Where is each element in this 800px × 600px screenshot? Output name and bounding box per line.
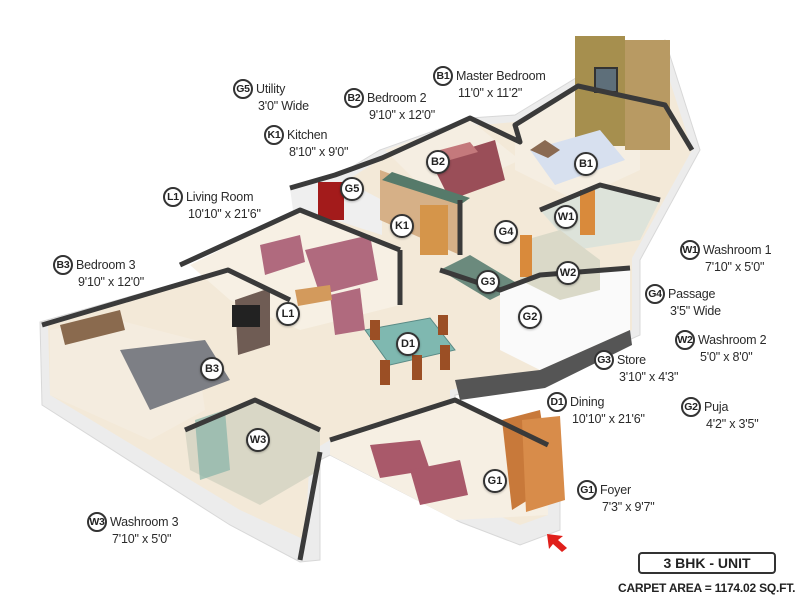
- legend-room-name: Kitchen: [287, 128, 328, 142]
- legend-room-name: Bedroom 2: [367, 91, 427, 105]
- marker-label: G2: [522, 311, 538, 323]
- legend-room-size: 3'10" x 4'3": [619, 370, 679, 384]
- legend-badge: L1: [163, 187, 183, 207]
- legend-badge: W2: [675, 330, 695, 350]
- legend-badge: B2: [344, 88, 364, 108]
- marker-label: G5: [344, 183, 360, 195]
- carpet-area-label: CARPET AREA = 1174.02 SQ.FT.: [618, 581, 796, 595]
- legend-room-size: 10'10" x 21'6": [572, 412, 645, 426]
- legend-room-name: Washroom 3: [110, 515, 179, 529]
- legend-badge: D1: [547, 392, 567, 412]
- unit-type-badge: 3 BHK - UNIT: [638, 552, 776, 574]
- room-marker-l1: L1: [276, 302, 300, 326]
- room-marker-k1: K1: [390, 214, 414, 238]
- legend-room-size: 10'10" x 21'6": [188, 207, 261, 221]
- legend-room-size: 9'10" x 12'0": [78, 275, 144, 289]
- legend-room-name: Foyer: [600, 483, 631, 497]
- marker-label: G4: [498, 226, 514, 238]
- legend-room-size: 11'0" x 11'2": [458, 86, 523, 100]
- legend-room-size: 4'2" x 3'5": [706, 417, 759, 431]
- legend-room-size: 7'10" x 5'0": [112, 532, 172, 546]
- legend-room-name: Washroom 1: [703, 243, 772, 257]
- room-marker-g1: G1: [483, 469, 507, 493]
- legend-badge: G5: [233, 79, 253, 99]
- legend-room-name: Puja: [704, 400, 729, 414]
- legend-room-name: Dining: [570, 395, 605, 409]
- legend-room-size: 9'10" x 12'0": [369, 108, 435, 122]
- legend-badge: B1: [433, 66, 453, 86]
- legend-room-name: Utility: [256, 82, 286, 96]
- legend-badge: B3: [53, 255, 73, 275]
- legend-room-name: Bedroom 3: [76, 258, 136, 272]
- marker-label: W2: [559, 267, 577, 279]
- legend-room-size: 7'3" x 9'7": [602, 500, 655, 514]
- room-marker-g4: G4: [494, 220, 518, 244]
- unit-type-label: 3 BHK - UNIT: [663, 555, 751, 571]
- marker-label: G1: [487, 475, 503, 487]
- legend-badge: G4: [645, 284, 665, 304]
- entry-arrow-icon: [547, 534, 567, 552]
- marker-label: W1: [557, 211, 575, 223]
- room-marker-w1: W1: [554, 205, 578, 229]
- marker-label: B1: [578, 158, 594, 170]
- room-marker-g3: G3: [476, 270, 500, 294]
- marker-label: W3: [249, 434, 267, 446]
- marker-label: B2: [430, 156, 446, 168]
- room-marker-g5: G5: [340, 177, 364, 201]
- legend-badge: W3: [87, 512, 107, 532]
- legend-room-name: Washroom 2: [698, 333, 767, 347]
- legend-badge: K1: [264, 125, 284, 145]
- marker-label: L1: [281, 308, 295, 320]
- marker-label: K1: [394, 220, 410, 232]
- legend-room-name: Passage: [668, 287, 716, 301]
- room-marker-d1: D1: [396, 332, 420, 356]
- legend-room-size: 7'10" x 5'0": [705, 260, 765, 274]
- legend-room-size: 8'10" x 9'0": [289, 145, 349, 159]
- legend-room-name: Store: [617, 353, 646, 367]
- legend-room-name: Living Room: [186, 190, 254, 204]
- room-marker-w2: W2: [556, 261, 580, 285]
- room-marker-b3: B3: [200, 357, 224, 381]
- room-marker-b1: B1: [574, 152, 598, 176]
- marker-label: G3: [480, 276, 496, 288]
- legend-badge: G1: [577, 480, 597, 500]
- legend-room-size: 3'0" Wide: [258, 99, 309, 113]
- legend-badge: G2: [681, 397, 701, 417]
- marker-label: B3: [204, 363, 220, 375]
- legend-room-size: 5'0" x 8'0": [700, 350, 753, 364]
- room-marker-w3: W3: [246, 428, 270, 452]
- room-marker-b2: B2: [426, 150, 450, 174]
- legend-badge: W1: [680, 240, 700, 260]
- room-marker-g2: G2: [518, 305, 542, 329]
- legend-room-name: Master Bedroom: [456, 69, 546, 83]
- marker-label: D1: [400, 338, 416, 350]
- legend-room-size: 3'5" Wide: [670, 304, 721, 318]
- legend-badge: G3: [594, 350, 614, 370]
